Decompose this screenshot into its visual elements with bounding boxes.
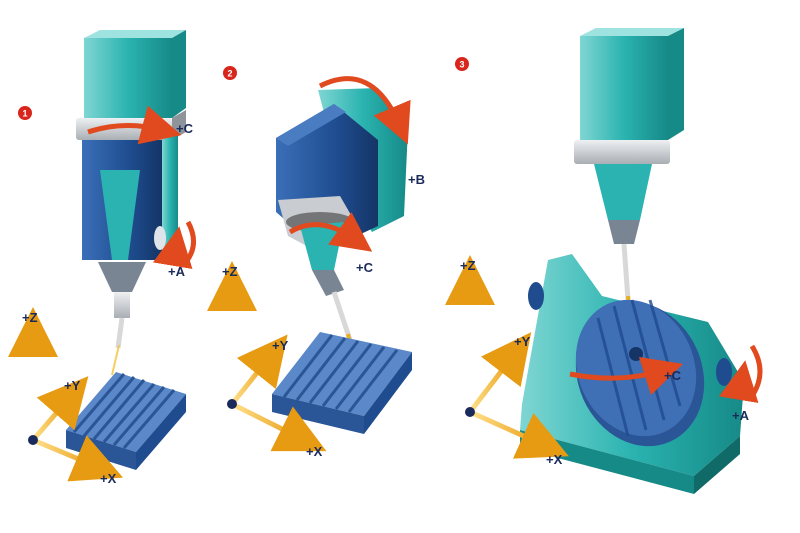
coordinate-axes: +Z +Y +X [207, 261, 327, 459]
coordinate-axes: +Z +Y +X [445, 255, 569, 467]
rotation-label-c: +C [664, 368, 682, 383]
rotation-label-c: +C [176, 121, 194, 136]
axis-label-z: +Z [22, 310, 38, 325]
rotation-b-arrow [318, 76, 411, 145]
axis-label-x: +X [100, 471, 117, 486]
panel-number-badge: 1 [18, 106, 32, 120]
axis-label-y: +Y [272, 338, 289, 353]
axis-label-z: +Z [460, 258, 476, 273]
rotation-label-c: +C [356, 260, 374, 275]
rotation-label-a: +A [732, 408, 750, 423]
rotation-label-b: +B [408, 172, 425, 187]
rotation-a-arrow [152, 220, 196, 270]
panel-number: 3 [459, 60, 464, 70]
axis-label-y: +Y [64, 378, 81, 393]
panel-number: 2 [227, 69, 232, 79]
rotation-a-arrow [718, 344, 763, 404]
spindle-head [276, 88, 408, 365]
axis-label-y: +Y [514, 334, 531, 349]
axis-label-x: +X [546, 452, 563, 467]
axis-label-x: +X [306, 444, 323, 459]
panel-1: 1 +C +A [8, 30, 196, 486]
rotation-c-arrow [288, 212, 373, 252]
panel-number: 1 [22, 109, 27, 119]
panel-number-badge: 2 [223, 66, 237, 80]
rotation-c-arrow [87, 105, 182, 145]
rotation-label-a: +A [168, 264, 186, 279]
workpiece-table [66, 372, 186, 470]
rotation-c-arrow [569, 356, 684, 396]
coordinate-axes: +Z +Y +X [8, 307, 124, 486]
spindle-head [574, 28, 684, 323]
workpiece-table [272, 332, 412, 434]
panel-2: 2 +B +C [207, 66, 425, 459]
panel-number-badge: 3 [455, 57, 469, 71]
spindle-head [76, 30, 186, 376]
panel-3: 3 [445, 28, 763, 494]
axis-label-z: +Z [222, 264, 238, 279]
